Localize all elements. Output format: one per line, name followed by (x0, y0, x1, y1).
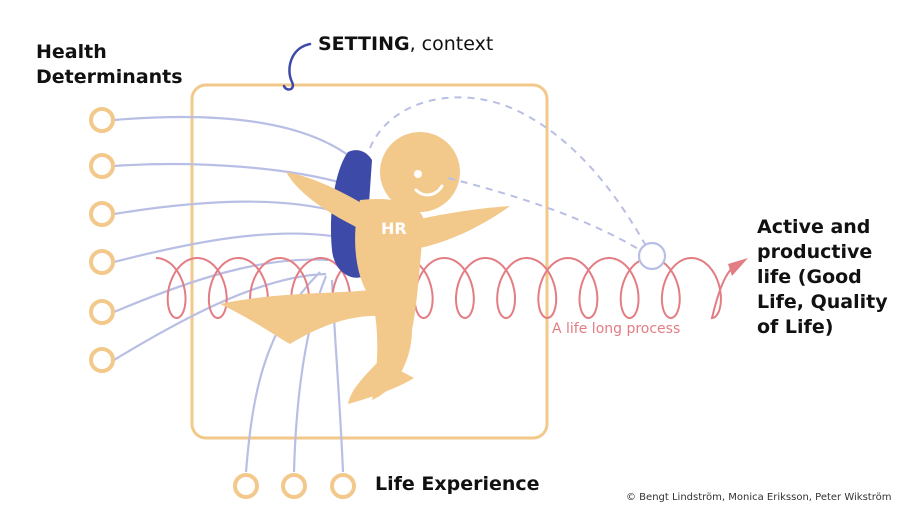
determinant-circle-6 (89, 347, 115, 373)
determinant-circle-3 (89, 201, 115, 227)
life-process-spiral (155, 256, 741, 320)
experience-circles (233, 473, 356, 499)
arrow-right-icon (728, 258, 748, 276)
figure-smile (414, 184, 444, 197)
outcome-label: Active and productive life (Good Life, Q… (757, 216, 888, 338)
determinant-threads (113, 115, 353, 361)
determinant-circle-4 (89, 249, 115, 275)
setting-label: SETTING, context (318, 32, 493, 57)
figure-eye (414, 170, 422, 178)
determinant-circles (89, 107, 115, 373)
goal-circle (637, 241, 667, 271)
life-experience-label: Life Experience (375, 473, 540, 495)
setting-label-bold: SETTING (318, 33, 410, 55)
gaze-lines (369, 96, 647, 251)
setting-hook-icon (282, 42, 312, 91)
copyright-text: © Bengt Lindström, Monica Eriksson, Pete… (626, 492, 892, 503)
health-determinants-label: Health Determinants (36, 41, 183, 88)
setting-box (190, 83, 549, 440)
hr-figure (220, 132, 510, 404)
determinant-circle-1 (89, 107, 115, 133)
hr-label: HR (381, 219, 407, 238)
experience-circle-2 (281, 473, 307, 499)
experience-circle-3 (330, 473, 356, 499)
determinant-circle-5 (89, 299, 115, 325)
life-process-label: A life long process (552, 321, 681, 337)
experience-circle-1 (233, 473, 259, 499)
determinant-circle-2 (89, 153, 115, 179)
setting-label-context: , context (409, 33, 494, 55)
